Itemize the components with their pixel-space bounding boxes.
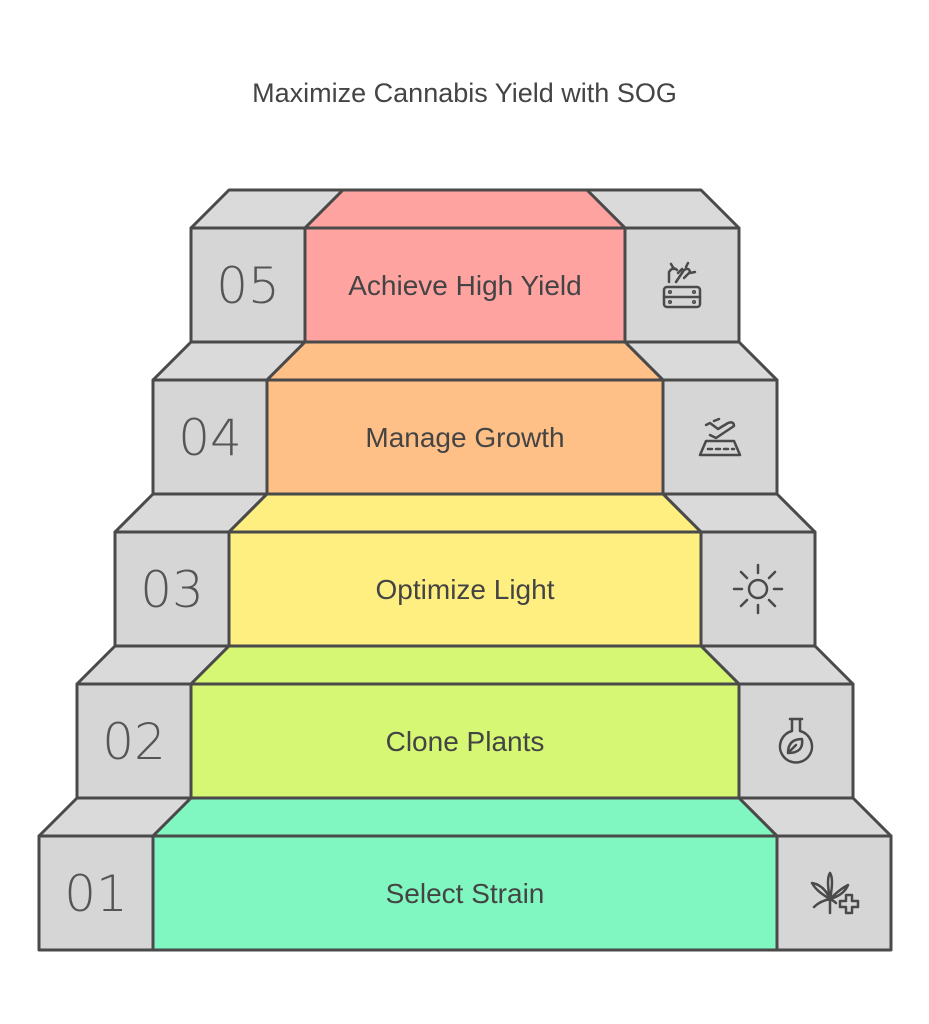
step-label: Achieve High Yield (348, 270, 581, 301)
step-01: 01 Select Strain (37, 796, 893, 952)
step-number: 04 (178, 409, 242, 467)
icon-block (661, 378, 779, 496)
step-label: Select Strain (386, 878, 545, 909)
icon-block (775, 834, 893, 952)
cannabis-plus-icon (810, 871, 860, 915)
step-number: 02 (102, 713, 166, 771)
step-front-face (151, 834, 779, 952)
step-05: 05 Achieve High Yield (189, 188, 741, 344)
flask-leaf-icon (778, 717, 814, 764)
step-top-face (227, 492, 703, 534)
step-top-face (151, 796, 779, 838)
plane-landing-icon (698, 417, 742, 457)
step-04: 04 Manage Growth (151, 340, 779, 496)
step-label: Manage Growth (365, 422, 564, 453)
step-front-face (303, 226, 627, 344)
number-block (113, 530, 231, 648)
step-top-face (265, 340, 665, 382)
diagram-title: Maximize Cannabis Yield with SOG (252, 78, 677, 108)
step-03: 03 Optimize Light (113, 492, 817, 648)
step-top-face (303, 188, 627, 230)
step-number: 03 (140, 561, 204, 619)
sun-icon (732, 563, 784, 615)
step-label: Optimize Light (376, 574, 555, 605)
step-front-face (189, 682, 741, 800)
step-number: 05 (216, 257, 280, 315)
step-02: 02 Clone Plants (75, 644, 855, 800)
icon-block (699, 530, 817, 648)
step-top-face (189, 644, 741, 686)
icon-block (623, 226, 741, 344)
number-block (151, 378, 269, 496)
step-front-face (227, 530, 703, 648)
step-number: 01 (64, 865, 128, 923)
harvest-crate-icon (662, 261, 702, 309)
step-front-face (265, 378, 665, 496)
step-label: Clone Plants (386, 726, 545, 757)
